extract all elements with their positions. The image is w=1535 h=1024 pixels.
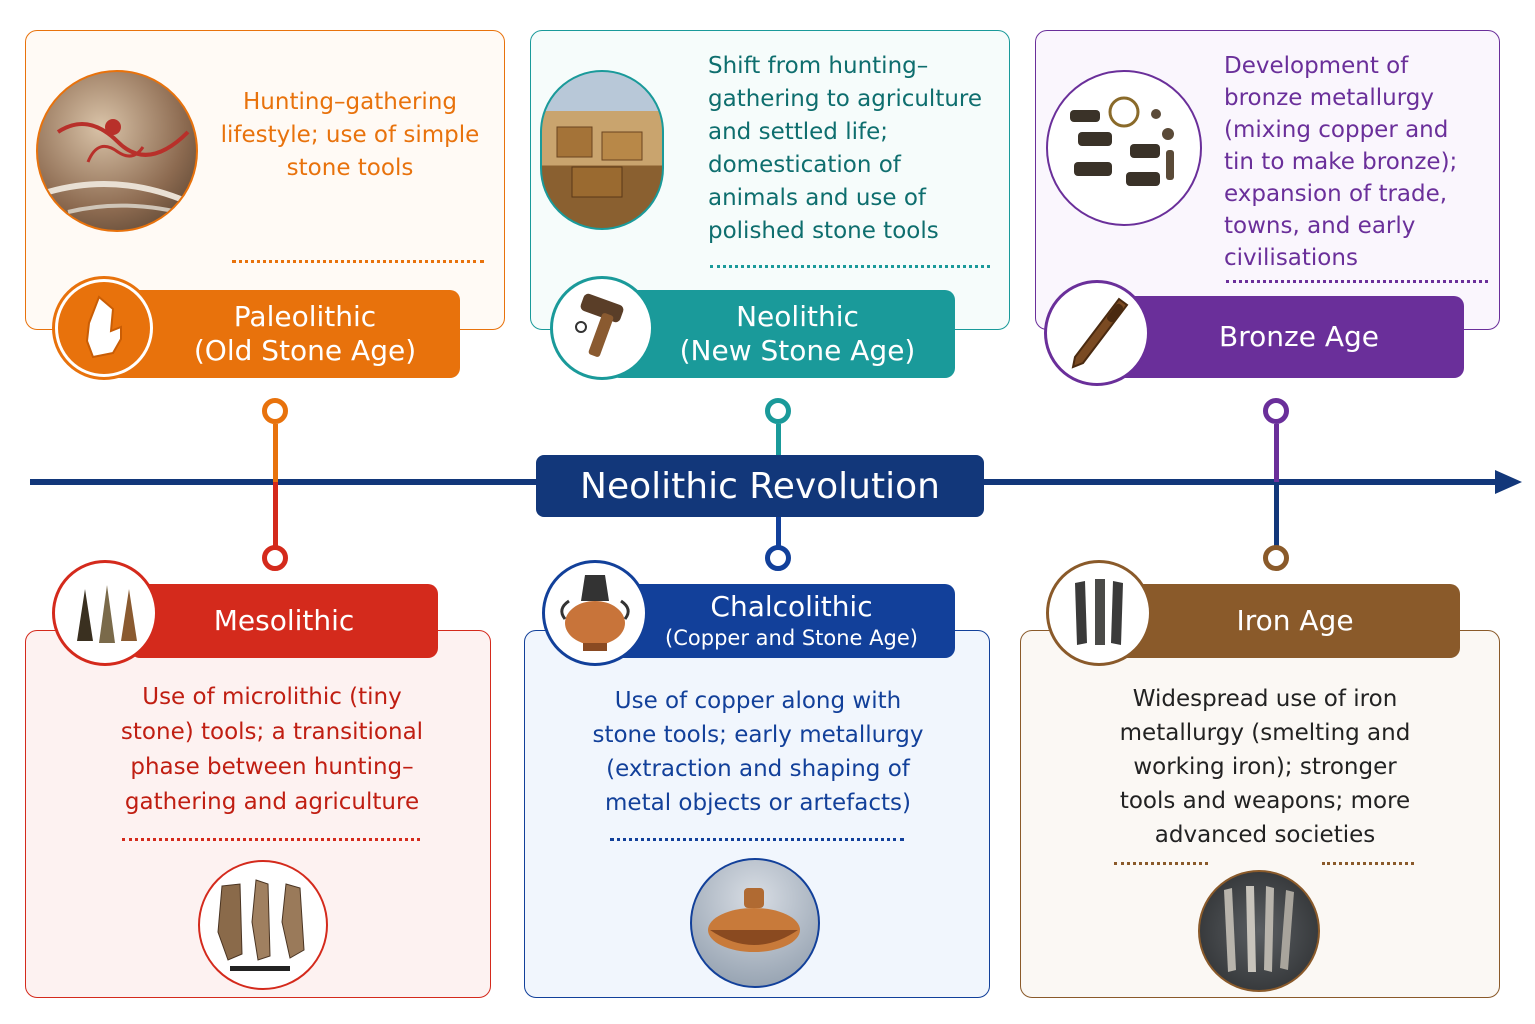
divider: [1114, 862, 1208, 865]
label-bronze: Bronze Age: [1110, 296, 1464, 378]
copper-vessel-image: [690, 858, 820, 988]
node-iron: [1263, 545, 1289, 571]
iron-description: Widespread use of iron metallurgy (smelt…: [1119, 686, 1411, 848]
node-neolithic: [765, 398, 791, 424]
mesolithic-description: Use of microlithic (tiny stone) tools; a…: [120, 684, 424, 815]
divider: [122, 838, 420, 841]
label-paleolithic: Paleolithic (Old Stone Age): [110, 290, 460, 378]
connector-mesolithic: [273, 482, 278, 546]
divider: [710, 265, 990, 268]
bronze-description: Development of bronze metallurgy (mixing…: [1224, 53, 1458, 271]
bronze-artefacts-image: [1046, 70, 1202, 226]
microlith-points-icon: [52, 560, 158, 666]
page-title: Neolithic Revolution: [536, 455, 984, 517]
divider: [1226, 280, 1488, 283]
paleolithic-description: Hunting–gathering lifestyle; use of simp…: [220, 89, 480, 181]
iron-blades-icon: [1046, 560, 1152, 666]
node-bronze: [1263, 398, 1289, 424]
settlement-image: [540, 70, 664, 230]
chalcolithic-description: Use of copper along with stone tools; ea…: [592, 688, 924, 816]
label-neolithic: Neolithic (New Stone Age): [610, 290, 955, 378]
label-mesolithic: Mesolithic: [130, 584, 438, 658]
label-iron: Iron Age: [1110, 584, 1460, 658]
node-mesolithic: [262, 545, 288, 571]
divider: [1322, 862, 1414, 865]
connector-neolithic: [776, 424, 781, 464]
label-chalcolithic: Chalcolithic (Copper and Stone Age): [612, 584, 955, 658]
copper-pot-icon: [542, 560, 648, 666]
cave-painting-image: [36, 70, 198, 232]
node-chalcolithic: [765, 545, 791, 571]
bronze-dagger-icon: [1044, 280, 1150, 386]
connector-bronze: [1274, 424, 1279, 484]
iron-tools-image: [1198, 870, 1320, 992]
connector-iron: [1274, 482, 1279, 546]
hand-axe-icon: [52, 276, 156, 380]
neolithic-description: Shift from hunting–gathering to agricult…: [708, 53, 983, 244]
stone-hammer-icon: [550, 276, 654, 380]
microlith-tools-image: [198, 860, 328, 990]
connector-chalcolithic: [776, 515, 781, 547]
divider: [232, 260, 484, 263]
node-paleolithic: [262, 398, 288, 424]
divider: [610, 838, 904, 841]
